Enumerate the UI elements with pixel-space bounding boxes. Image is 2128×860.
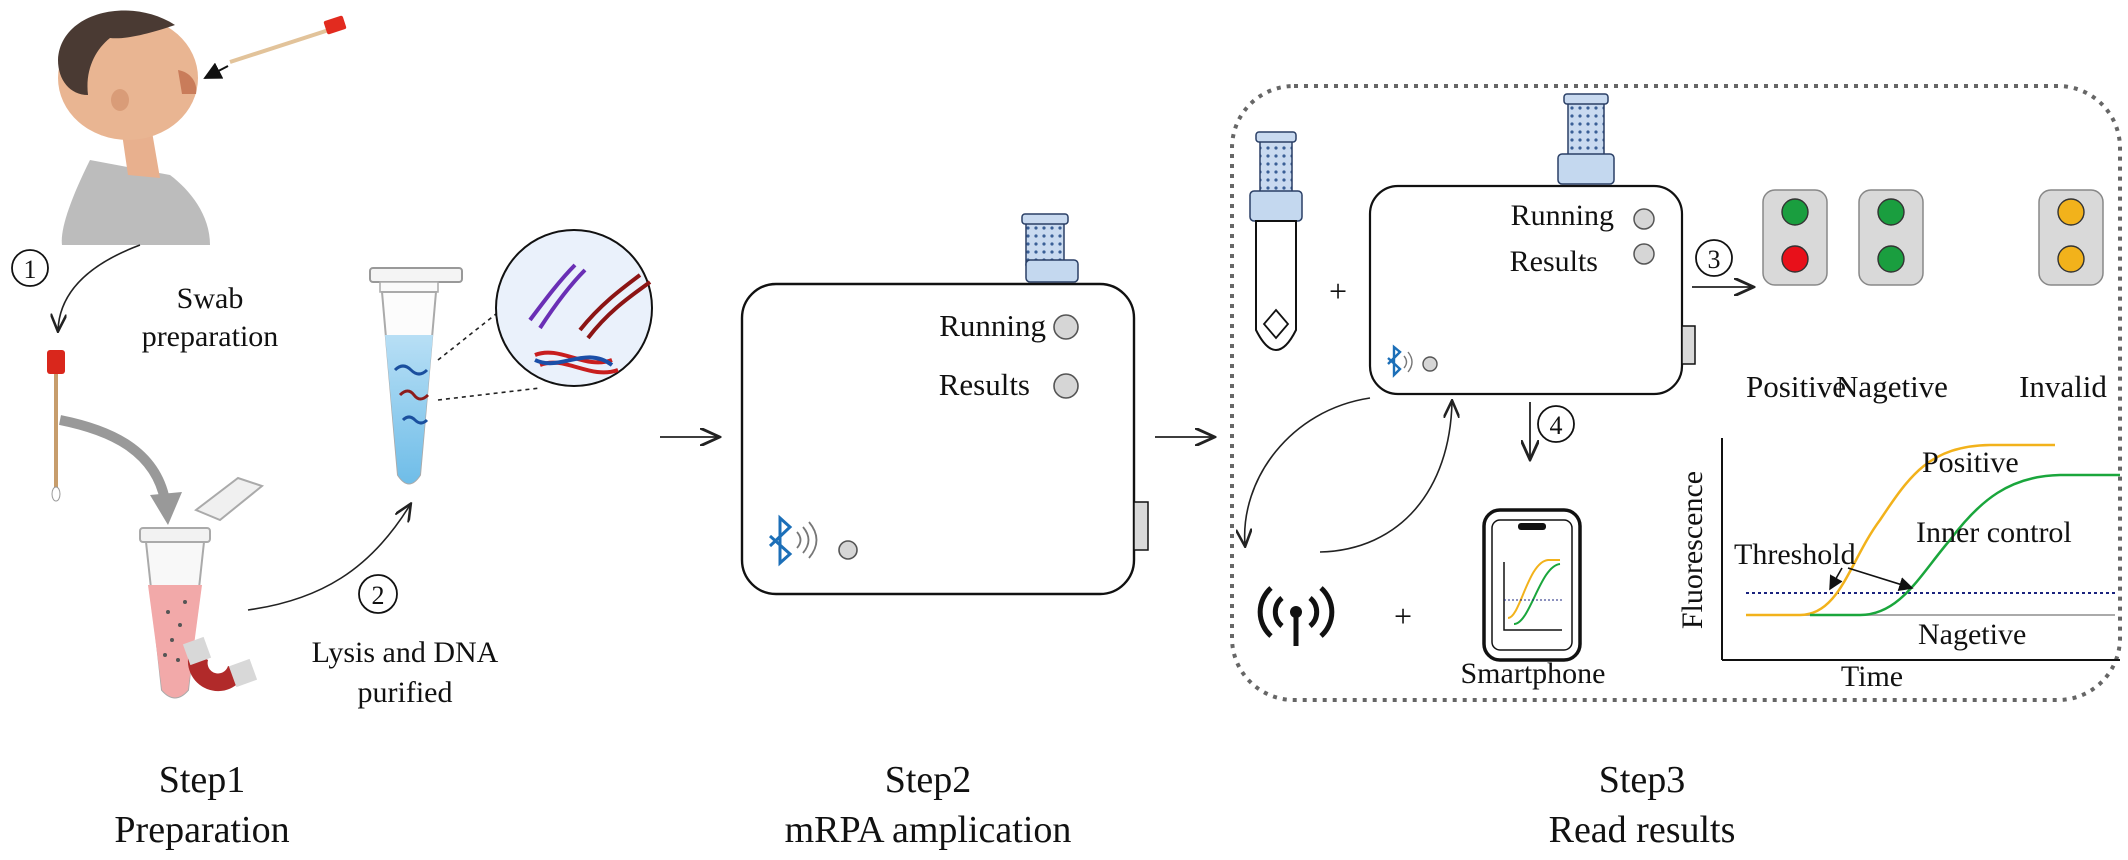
indicator-negative-bottom-led: [1877, 245, 1905, 273]
indicator-negative-top-led: [1877, 198, 1905, 226]
svg-text:1: 1: [24, 255, 37, 284]
step1-caption-2: Preparation: [114, 809, 289, 851]
lysis-tube-icon: [139, 476, 265, 699]
dna-zoom-circle: [495, 229, 653, 387]
svg-text:2: 2: [372, 581, 385, 610]
positive-curve-label: Positive: [1922, 446, 2019, 479]
indicator-negative: [1858, 189, 1924, 286]
results-led: [1053, 373, 1079, 399]
gray-arrow: [59, 415, 170, 502]
sample-tube-icon: [1249, 131, 1303, 351]
step-number-3: [1695, 239, 1733, 277]
step3-caption: Step3: [1599, 759, 1686, 801]
reader-bluetooth-icon: [1387, 344, 1413, 378]
step-number-4: [1537, 405, 1575, 443]
indicator-positive-bottom-led: [1781, 245, 1809, 273]
swab-icon: [203, 15, 347, 79]
reader-results-led: [1633, 243, 1655, 265]
threshold-arrow-1: [1829, 567, 1843, 591]
dna-tube-icon: [369, 267, 463, 485]
status-led: [838, 540, 858, 560]
step1-section: 1 Swab preparation: [11, 10, 653, 851]
indicator-positive-top-led: [1781, 198, 1809, 226]
reader-device: [1368, 93, 1696, 396]
threshold-arrow-2: [1847, 567, 1914, 592]
swab-label-2: preparation: [142, 320, 279, 353]
indicator-invalid-bottom-led: [2057, 245, 2085, 273]
plus-sign-1: +: [1329, 273, 1347, 309]
threshold-label: Threshold: [1734, 538, 1856, 571]
step-number-1: [11, 249, 49, 287]
inner-control-label: Inner control: [1916, 516, 2072, 549]
arrow-tube-to-dna: [247, 505, 410, 611]
arrow-signal-to-device: [1319, 402, 1452, 553]
smartphone-label: Smartphone: [1461, 657, 1606, 690]
indicator-negative-label: Nagetive: [1836, 369, 1948, 404]
arrow-device-to-signal: [1245, 397, 1371, 545]
magnet-icon: [182, 636, 258, 692]
lysis-label-2: purified: [358, 676, 453, 709]
plot-ylabel: Fluorescence: [1676, 471, 1709, 629]
device-running-label: Running: [939, 308, 1046, 343]
patient-icon: [58, 10, 210, 245]
zoom-line-2: [437, 387, 541, 401]
svg-text:3: 3: [1708, 245, 1721, 274]
plot-xlabel: Time: [1841, 660, 1903, 693]
svg-text:4: 4: [1550, 411, 1563, 440]
smartphone-icon: [1482, 508, 1582, 662]
indicator-invalid-label: Invalid: [2019, 369, 2107, 404]
reader-results-label: Results: [1510, 245, 1598, 278]
step1-caption: Step1: [159, 759, 246, 801]
indicator-positive-label: Positive: [1746, 369, 1846, 404]
gray-arrowhead: [150, 492, 182, 525]
device-results-label: Results: [939, 367, 1030, 402]
step3-dashed-frame: [1230, 84, 2122, 702]
swab-vertical-icon: [47, 350, 65, 502]
running-led: [1053, 314, 1079, 340]
plus-sign-2: +: [1394, 598, 1412, 634]
lysis-label: Lysis and DNA: [312, 636, 499, 669]
step2-caption-2: mRPA amplication: [785, 809, 1072, 851]
step2-caption: Step2: [885, 759, 972, 801]
step3-caption-2: Read results: [1549, 809, 1736, 851]
arrow-swab-to-tube: [58, 244, 141, 330]
mrpa-device: [740, 213, 1149, 596]
swab-label: Swab: [177, 282, 244, 315]
fluorescence-plot: [1721, 438, 2120, 661]
step3-section: + Running Results 3 Positive: [1230, 84, 2122, 851]
bluetooth-icon: [768, 514, 818, 567]
step2-section: Running Results Step2 mRPA amplication: [740, 213, 1149, 851]
step-number-2: [358, 574, 398, 614]
wireless-signal-icon: [1257, 586, 1335, 646]
negative-curve-label: Nagetive: [1918, 618, 2026, 651]
indicator-invalid-top-led: [2057, 198, 2085, 226]
zoom-line-1: [437, 294, 521, 361]
indicator-invalid: [2038, 189, 2104, 286]
inner-control-curve: [1810, 473, 2120, 617]
indicator-positive: [1762, 189, 1828, 286]
reader-running-led: [1633, 208, 1655, 230]
reader-status-led: [1422, 356, 1438, 372]
positive-curve: [1746, 443, 2055, 617]
reader-running-label: Running: [1511, 199, 1614, 232]
